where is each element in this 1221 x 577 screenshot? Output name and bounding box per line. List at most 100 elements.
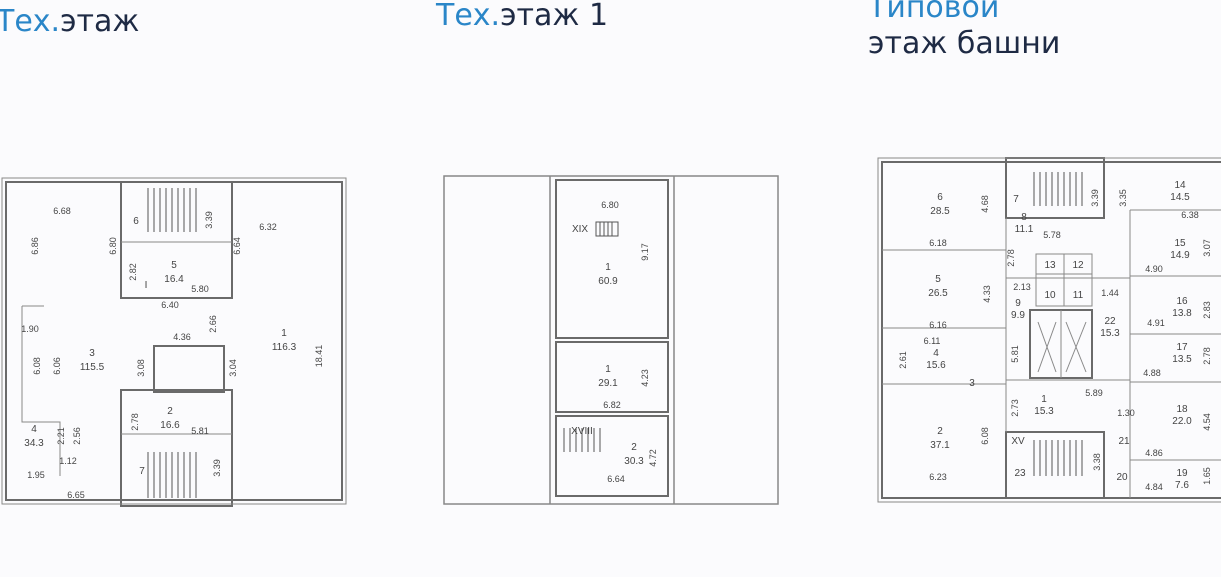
p3-dim: 3.39 xyxy=(1090,189,1100,207)
p1-dim: 1.12 xyxy=(59,456,77,466)
p3-dim: 4.90 xyxy=(1145,264,1163,274)
plan-tech-floor: 1 116.3 2 16.6 3 115.5 4 34.3 5 16.4 6 7… xyxy=(0,176,350,512)
p3-dim: 5.78 xyxy=(1043,230,1061,240)
p3-room-no: 16 xyxy=(1176,296,1188,307)
p3-dim: 4.84 xyxy=(1145,482,1163,492)
p3-dim: 4.91 xyxy=(1147,318,1165,328)
p3-dim: 6.11 xyxy=(924,336,941,346)
p1-dim: 2.56 xyxy=(72,427,82,445)
p1-dim: 3.04 xyxy=(228,359,238,377)
p1-dim: 3.39 xyxy=(212,459,222,477)
p3-label: 7 xyxy=(1013,194,1019,205)
p2-room1b-area: 29.1 xyxy=(598,378,618,389)
title-tech-floor-1: Тех.этаж 1 xyxy=(436,0,608,34)
p3-dim: 2.61 xyxy=(898,351,908,369)
p1-dim: 2.66 xyxy=(208,315,218,333)
p3-dim: 6.16 xyxy=(929,320,947,330)
p1-dim: 2.82 xyxy=(128,263,138,281)
title-tech-floor: Тех.этаж xyxy=(0,4,139,40)
plan-typical-floor: 6 28.5 14 14.5 8 11.1 15 14.9 5 26.5 9 9… xyxy=(876,150,1221,506)
p1-dim: 3.08 xyxy=(136,359,146,377)
p3-dim: 6.18 xyxy=(929,238,947,248)
p2-room1b-no: 1 xyxy=(605,364,611,375)
p3-label: 12 xyxy=(1072,260,1084,271)
title-tech-floor-1-rest: этаж 1 xyxy=(500,0,609,33)
p2-dim: 6.82 xyxy=(603,400,621,410)
p1-dim: 2.21 xyxy=(56,427,66,445)
p3-dim: 2.78 xyxy=(1202,347,1212,365)
p3-label: 23 xyxy=(1014,468,1026,479)
p1-dim: 6.65 xyxy=(67,490,85,500)
plan-tech-floor-svg: 1 116.3 2 16.6 3 115.5 4 34.3 5 16.4 6 7… xyxy=(1,177,347,507)
p3-label: 20 xyxy=(1116,472,1128,483)
p3-room-area: 37.1 xyxy=(930,440,950,451)
p3-dim: 3.38 xyxy=(1092,453,1102,471)
p3-dim: 5.81 xyxy=(1010,345,1020,363)
p1-dim: 6.86 xyxy=(30,237,40,255)
p3-room-area: 28.5 xyxy=(930,206,950,217)
p3-label: 21 xyxy=(1118,436,1130,447)
p1-room2-area: 16.6 xyxy=(160,420,180,431)
p3-room-area: 13.8 xyxy=(1172,308,1192,319)
title-typical-floor-line1: Типовой xyxy=(868,0,1000,25)
plan-tech-floor-1: 1 60.9 1 29.1 2 30.3 XIX XVIII 6.80 9.17… xyxy=(440,172,786,508)
p3-room-no: 17 xyxy=(1176,342,1188,353)
p2-mark-xix: XIX xyxy=(572,224,588,235)
p1-room4-no: 4 xyxy=(31,424,37,435)
p3-dim: 3.35 xyxy=(1118,189,1128,207)
p2-dim: 4.23 xyxy=(640,369,650,387)
p1-dim: 6.40 xyxy=(161,300,179,310)
p3-label: 3 xyxy=(969,378,975,389)
p3-dim: 1.30 xyxy=(1117,408,1135,418)
p2-room1a-no: 1 xyxy=(605,262,611,273)
p3-room-area: 13.5 xyxy=(1172,354,1192,365)
p1-dim: 6.68 xyxy=(53,206,71,216)
p1-dim: 6.06 xyxy=(52,357,62,375)
p3-room-no: 8 xyxy=(1021,212,1027,223)
p3-room-no: 1 xyxy=(1041,394,1047,405)
p3-room-no: 2 xyxy=(937,426,943,437)
p1-dim: 18.41 xyxy=(314,345,324,368)
p3-dim: 2.73 xyxy=(1010,399,1020,417)
p1-dim: 6.08 xyxy=(32,357,42,375)
p3-dim: 4.54 xyxy=(1202,413,1212,431)
p1-dim: 1.90 xyxy=(21,324,39,334)
p1-dim: 1.95 xyxy=(27,470,45,480)
p1-stair7: 7 xyxy=(139,466,145,477)
p2-room2-area: 30.3 xyxy=(624,456,644,467)
p3-room-no: 15 xyxy=(1174,238,1186,249)
title-tech-floor-1-accent: Тех. xyxy=(436,0,501,33)
p3-room-area: 9.9 xyxy=(1011,310,1025,321)
p3-dim: 6.23 xyxy=(929,472,947,482)
p1-dim: 6.80 xyxy=(108,237,118,255)
p3-room-no: 6 xyxy=(937,192,943,203)
p2-room1a-area: 60.9 xyxy=(598,276,618,287)
p3-dim: 2.83 xyxy=(1202,301,1212,319)
p1-room1-no: 1 xyxy=(281,328,287,339)
p2-room2-no: 2 xyxy=(631,442,637,453)
p2-dim: 6.80 xyxy=(601,200,619,210)
p3-dim: 3.07 xyxy=(1202,239,1212,257)
p1-room3-no: 3 xyxy=(89,348,95,359)
p1-stair6: 6 xyxy=(133,216,139,227)
p1-room2-no: 2 xyxy=(167,406,173,417)
p3-room-area: 14.5 xyxy=(1170,192,1190,203)
p2-dim: 9.17 xyxy=(640,243,650,261)
p1-dim: 5.80 xyxy=(191,284,209,294)
p3-room-area: 7.6 xyxy=(1175,480,1189,491)
p3-room-area: 11.1 xyxy=(1015,224,1034,235)
p3-room-area: 26.5 xyxy=(928,288,948,299)
title-tech-floor-rest: этаж xyxy=(60,4,140,39)
p2-mark-xviii: XVIII xyxy=(571,426,593,437)
p3-room-area: 15.3 xyxy=(1100,328,1120,339)
p3-dim: 6.08 xyxy=(980,427,990,445)
p3-dim: 2.13 xyxy=(1013,282,1031,292)
p1-mark-i: I xyxy=(145,280,148,291)
p3-room-no: 4 xyxy=(933,348,939,359)
p1-room4-area: 34.3 xyxy=(24,438,44,449)
p1-dim: 2.78 xyxy=(130,413,140,431)
p3-room-no: 5 xyxy=(935,274,941,285)
p1-dim: 6.32 xyxy=(259,222,277,232)
p3-label: 10 xyxy=(1044,290,1056,301)
p3-room-area: 14.9 xyxy=(1170,250,1190,261)
